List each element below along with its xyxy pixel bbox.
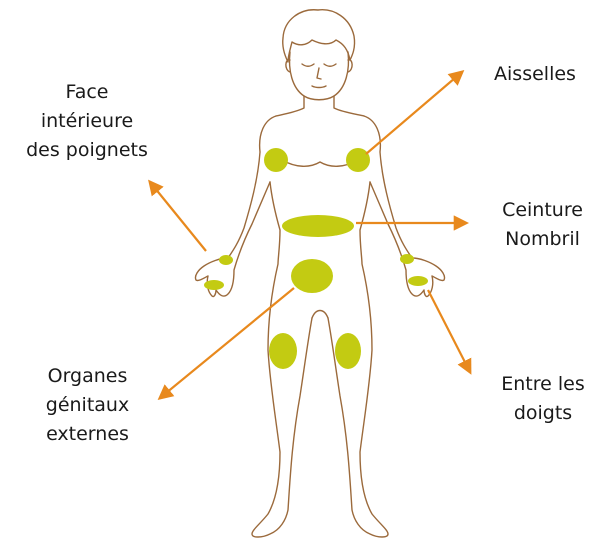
armpit-right-zone (346, 148, 370, 172)
label-waist-line-2: Nombril (480, 225, 605, 254)
label-genitals-line-2: génitaux (20, 391, 155, 420)
knee-right-zone (335, 333, 361, 369)
label-wrists-line-2: intérieure (12, 107, 162, 136)
neck-right (334, 96, 364, 116)
label-armpits-line-1: Aisselles (470, 60, 600, 89)
neck-left (276, 96, 304, 116)
mouth (312, 86, 326, 88)
label-fingers-line-1: Entre les (478, 370, 608, 399)
nose (317, 68, 321, 79)
label-wrists: Face intérieure des poignets (12, 78, 162, 165)
label-armpits: Aisselles (470, 60, 600, 89)
label-fingers: Entre les doigts (478, 370, 608, 428)
right-arm-outline (364, 116, 445, 297)
left-eye (302, 64, 314, 66)
label-wrists-line-1: Face (12, 78, 162, 107)
fingers-left-zone (204, 280, 224, 290)
label-genitals-line-3: externes (20, 420, 155, 449)
label-waist-line-1: Ceinture (480, 196, 605, 225)
label-waist: Ceinture Nombril (480, 196, 605, 254)
label-genitals-line-1: Organes (20, 362, 155, 391)
knee-left-zone (269, 333, 297, 369)
crotch-line (312, 311, 328, 319)
genitals-zone (291, 259, 333, 293)
label-wrists-line-3: des poignets (12, 136, 162, 165)
armpit-left-zone (264, 148, 288, 172)
waist-zone (282, 215, 354, 237)
wrist-right-zone (400, 254, 414, 264)
arrow-armpits (366, 72, 462, 154)
face-outline (290, 52, 349, 100)
arrow-fingers (428, 290, 470, 372)
fingers-right-zone (408, 276, 428, 286)
hair-outline (283, 10, 355, 62)
label-genitals: Organes génitaux externes (20, 362, 155, 449)
arrow-wrists (150, 182, 206, 251)
left-arm-outline (195, 116, 276, 297)
wrist-left-zone (219, 255, 233, 265)
label-fingers-line-2: doigts (478, 399, 608, 428)
right-eye (324, 64, 336, 66)
